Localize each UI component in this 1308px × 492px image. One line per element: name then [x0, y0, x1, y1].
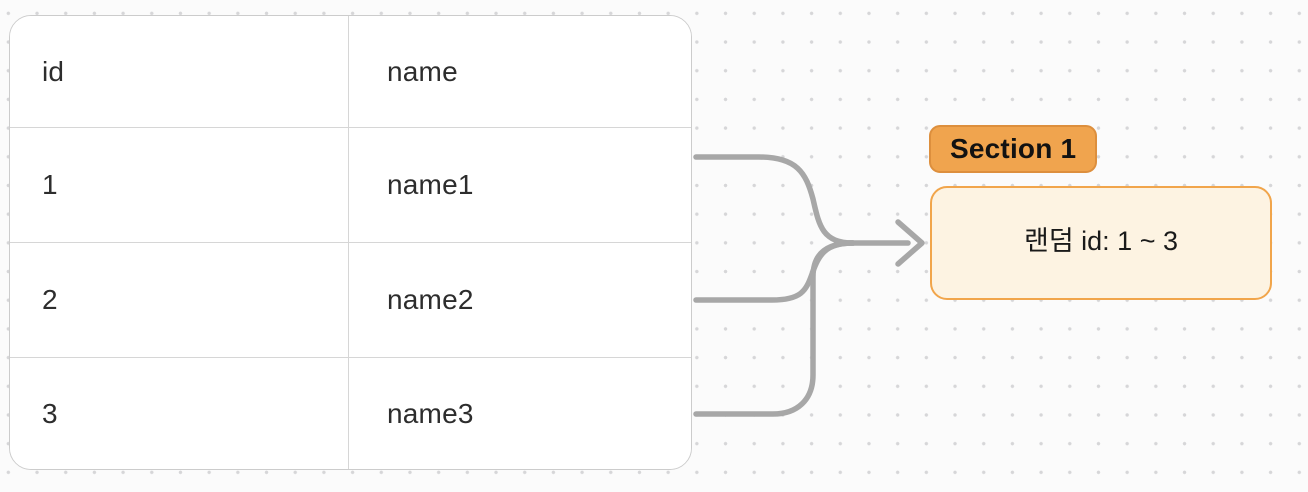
- group-label-section-1[interactable]: Section 1: [929, 125, 1098, 173]
- group-label-text: Section 1: [950, 133, 1077, 164]
- table-cell-name-2: name2: [349, 243, 691, 358]
- table-header-id: id: [10, 16, 349, 128]
- table-cell-name-3: name3: [349, 358, 691, 469]
- table-header-name: name: [349, 16, 691, 128]
- table-cell-name-1: name1: [349, 128, 691, 243]
- node-random-id[interactable]: 랜덤 id: 1 ~ 3: [930, 186, 1272, 300]
- table-cell-id-2: 2: [10, 243, 349, 358]
- node-text: 랜덤 id: 1 ~ 3: [1023, 225, 1178, 256]
- arrowhead-icon: [895, 219, 925, 267]
- edge-row-1[interactable]: [693, 154, 856, 246]
- table-cell-id-1: 1: [10, 128, 349, 243]
- table-card[interactable]: id name 1 name1 2 name2 3 name3: [9, 15, 692, 470]
- edge-row-2[interactable]: [693, 240, 856, 303]
- edge-row-3[interactable]: [693, 240, 856, 417]
- table-cell-id-3: 3: [10, 358, 349, 469]
